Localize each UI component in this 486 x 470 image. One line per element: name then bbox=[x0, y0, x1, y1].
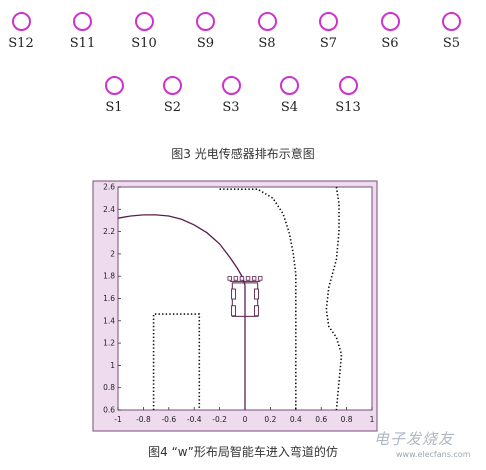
sensor-label: S11 bbox=[69, 36, 96, 51]
sensor-s9: S9 bbox=[176, 12, 236, 51]
y-tick-label: 1.6 bbox=[103, 294, 115, 303]
sensor-s10: S10 bbox=[114, 12, 174, 51]
sensor-label: S13 bbox=[335, 100, 361, 115]
sensor-circle bbox=[196, 12, 215, 31]
car-sensor bbox=[251, 276, 257, 281]
sensor-label: S12 bbox=[8, 36, 34, 51]
sensor-label: S2 bbox=[163, 100, 182, 115]
car-wheel bbox=[253, 288, 259, 300]
sensor-circle bbox=[442, 12, 461, 31]
sensor-circle bbox=[73, 12, 92, 31]
figure4-caption: 图4 “w”形布局智能车进入弯道的仿 bbox=[148, 445, 338, 459]
sensor-s4: S4 bbox=[260, 76, 320, 115]
x-tick-label: -1 bbox=[114, 415, 122, 424]
sensor-s2: S2 bbox=[143, 76, 203, 115]
sensor-label: S3 bbox=[222, 100, 240, 115]
sensor-circle bbox=[221, 76, 241, 95]
sensor-label: S8 bbox=[258, 36, 276, 51]
car-trajectory-line bbox=[117, 214, 246, 286]
y-tick-label: 1.8 bbox=[103, 272, 115, 281]
x-tick-label: -0.2 bbox=[212, 415, 227, 424]
sensor-label: S7 bbox=[319, 36, 338, 51]
y-tick-label: 0.6 bbox=[103, 406, 115, 415]
sensor-label: S6 bbox=[381, 36, 399, 51]
sensor-s8: S8 bbox=[237, 12, 297, 51]
car-wheel bbox=[253, 305, 259, 317]
y-tick-label: 2.6 bbox=[103, 183, 115, 192]
watermark-logo: 电子发烧友 bbox=[374, 430, 455, 448]
x-tick-label: 0.6 bbox=[315, 415, 327, 424]
y-tick-label: 1.4 bbox=[103, 316, 115, 325]
car-wheel bbox=[231, 288, 237, 300]
sensor-circle bbox=[380, 12, 400, 31]
y-tick-label: 1 bbox=[110, 361, 115, 370]
x-tick-label: -0.8 bbox=[136, 415, 151, 424]
car-sensor bbox=[258, 276, 263, 281]
x-tick-label: -0.4 bbox=[187, 415, 202, 424]
sensor-s6: S6 bbox=[360, 12, 420, 51]
sensor-s3: S3 bbox=[201, 76, 261, 115]
simulation-plot: -1 -0.8 -0.6 -0.4 -0.2 0 0.2 0.4 0.6 0.8 1 0.6 0.8 1 1… bbox=[92, 180, 378, 432]
sensor-label: S9 bbox=[196, 36, 215, 51]
y-tick-label: 0.8 bbox=[103, 383, 115, 392]
x-tick-label: 0.8 bbox=[341, 415, 353, 424]
figure3-caption: 图3 光电传感器排布示意图 bbox=[171, 147, 315, 161]
sensor-label: S10 bbox=[131, 36, 157, 51]
y-tick-label: 2.4 bbox=[103, 205, 115, 214]
sensor-circle bbox=[338, 76, 358, 95]
x-tick-label: 0 bbox=[243, 415, 248, 424]
x-tick-label: -0.6 bbox=[161, 415, 176, 424]
y-tick-label: 2.2 bbox=[103, 227, 115, 236]
sensor-s7: S7 bbox=[299, 12, 359, 51]
x-tick-label: 0.4 bbox=[290, 415, 302, 424]
sensor-circle bbox=[163, 76, 182, 95]
sensor-s12: S12 bbox=[0, 12, 51, 51]
car-sensor bbox=[245, 276, 251, 281]
sensor-circle bbox=[11, 12, 31, 31]
sensor-label: S1 bbox=[105, 100, 123, 115]
sensor-s11: S11 bbox=[53, 12, 113, 51]
sensor-label: S4 bbox=[280, 100, 299, 115]
car-sensor bbox=[233, 276, 239, 281]
x-tick-label: 1 bbox=[370, 415, 375, 424]
track-boundary-line bbox=[152, 313, 201, 410]
sensor-circle bbox=[280, 76, 299, 95]
sensor-circle bbox=[257, 12, 277, 31]
sensor-s1: S1 bbox=[84, 76, 144, 115]
sensor-circle bbox=[319, 12, 338, 31]
track-boundary-line bbox=[325, 186, 343, 411]
car-sensor bbox=[227, 276, 232, 281]
sensor-circle bbox=[104, 76, 124, 95]
x-tick-label: 0.2 bbox=[264, 415, 276, 424]
watermark-url: www.elecfans.com bbox=[396, 450, 471, 459]
sensor-s13: S13 bbox=[318, 76, 378, 115]
sensor-circle bbox=[134, 12, 154, 31]
y-tick-label: 1.2 bbox=[103, 339, 115, 348]
sensor-label: S5 bbox=[442, 36, 461, 51]
car-body bbox=[231, 282, 259, 317]
y-tick-label: 2 bbox=[110, 249, 115, 258]
sensor-s5: S5 bbox=[422, 12, 482, 51]
car-wheel bbox=[231, 305, 237, 317]
car-sensor bbox=[239, 276, 245, 281]
